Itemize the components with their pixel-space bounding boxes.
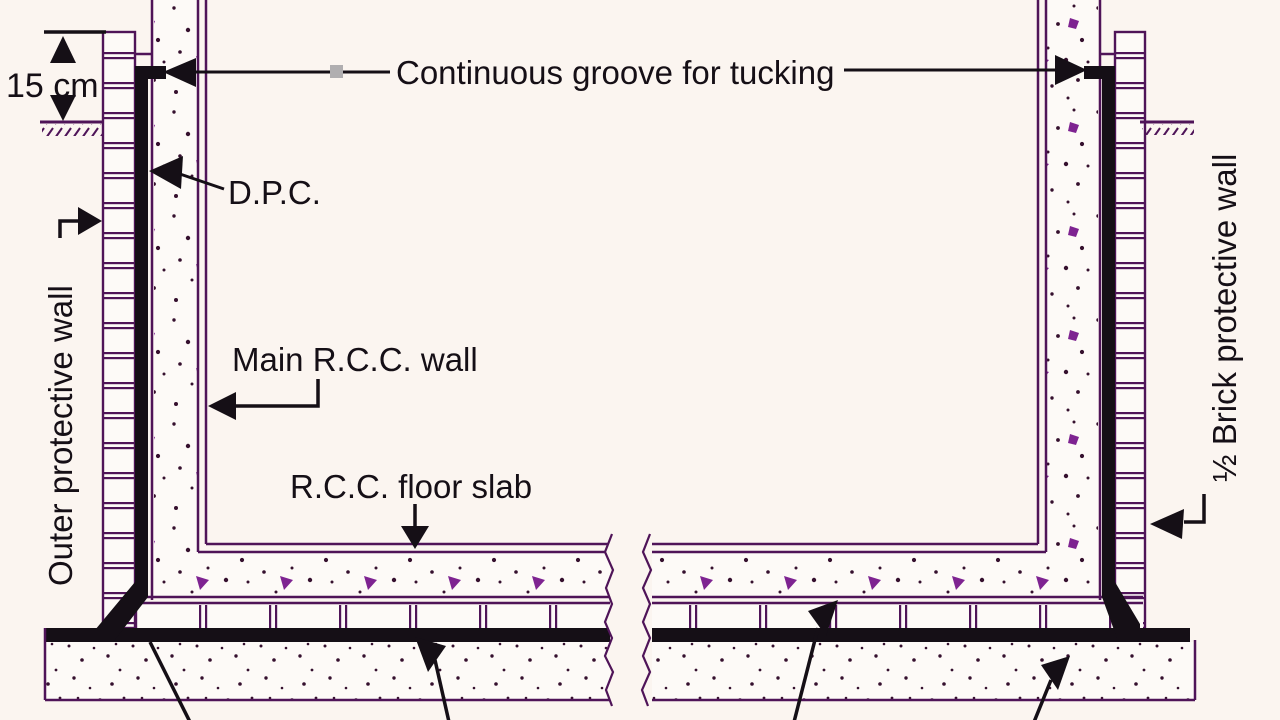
ground-level-left <box>40 120 104 136</box>
floor-break-edges <box>603 533 653 707</box>
right-wall-assembly <box>652 0 1147 630</box>
membrane-bend-right <box>1102 582 1140 641</box>
half-brick-leader <box>1184 494 1206 524</box>
left-wall-assembly <box>101 0 610 630</box>
outer-wall-arrow-icon <box>78 207 102 235</box>
dpc-label: D.P.C. <box>228 174 321 211</box>
horizontal-membrane-left <box>45 628 610 642</box>
right-concrete-face-lines <box>1036 0 1115 600</box>
half-brick-label: ½ Brick protective wall <box>1206 154 1243 482</box>
outer-wall-label: Outer protective wall <box>42 285 79 586</box>
callout-floor-slab: R.C.C. floor slab <box>290 468 532 549</box>
floor-slab-label: R.C.C. floor slab <box>290 468 532 505</box>
ground-hatch-right-icon <box>1142 124 1194 135</box>
slab-surface-lines <box>135 542 1143 605</box>
dpc-membrane <box>95 66 1140 641</box>
callout-main-wall: Main R.C.C. wall <box>208 341 478 420</box>
outer-protective-brick-wall <box>101 30 137 630</box>
main-rcc-wall-and-slab-concrete-right <box>652 0 1098 597</box>
dimension-label: 15 cm <box>6 67 99 105</box>
brick-flat-soling-right <box>652 605 1143 628</box>
callout-outer-wall: Outer protective wall <box>42 207 102 586</box>
base-concrete-left <box>45 642 610 700</box>
dimension-arrow-up-icon <box>50 36 76 63</box>
bottom-leader-4 <box>1032 679 1053 720</box>
membrane-bend-left <box>95 582 148 641</box>
bottom-leader-2-arrow-icon <box>415 637 446 672</box>
half-brick-protective-wall <box>1113 30 1147 630</box>
leader-splice-mark <box>330 65 343 78</box>
bottom-leader-2 <box>433 659 451 720</box>
half-brick-arrow-icon <box>1150 509 1184 539</box>
dpc-leader <box>176 171 225 191</box>
horizontal-membrane-right <box>652 628 1190 642</box>
bottom-leaders <box>148 600 1070 720</box>
main-wall-label: Main R.C.C. wall <box>232 341 478 378</box>
outer-wall-leader <box>58 219 78 238</box>
ground-hatch-left-icon <box>42 124 104 136</box>
callout-groove: Continuous groove for tucking <box>163 54 1087 91</box>
main-wall-arrow-icon <box>208 392 236 420</box>
left-concrete-face-lines <box>135 0 208 600</box>
groove-arrow-left-icon <box>163 58 196 87</box>
groove-label: Continuous groove for tucking <box>396 54 834 91</box>
bottom-leader-1 <box>148 641 191 720</box>
dimension-arrow-down-icon <box>50 95 76 121</box>
bottom-leader-3-arrow-icon <box>808 600 838 636</box>
base-concrete-edges <box>43 628 1197 702</box>
bottom-leader-3 <box>792 627 820 720</box>
callout-half-brick-wall: ½ Brick protective wall <box>1150 154 1243 539</box>
floor-break-gap <box>605 534 651 706</box>
ground-level-right <box>1140 120 1194 135</box>
callout-dpc: D.P.C. <box>149 156 321 211</box>
groove-arrow-right-icon <box>1055 55 1087 85</box>
bottom-leader-4-arrow-icon <box>1041 656 1070 690</box>
main-wall-leader <box>234 379 320 408</box>
floor-structure <box>43 533 1197 707</box>
groove-tuck-right <box>1084 66 1115 79</box>
groove-tuck-left <box>135 66 166 79</box>
brick-flat-soling-left <box>135 605 610 628</box>
vertical-membrane-left <box>135 66 148 586</box>
dpc-arrow-icon <box>149 156 183 189</box>
dimension-15cm: 15 cm <box>6 30 106 121</box>
floor-slab-arrow-icon <box>401 526 429 549</box>
base-concrete-right <box>652 642 1195 700</box>
vertical-membrane-right <box>1102 66 1115 586</box>
